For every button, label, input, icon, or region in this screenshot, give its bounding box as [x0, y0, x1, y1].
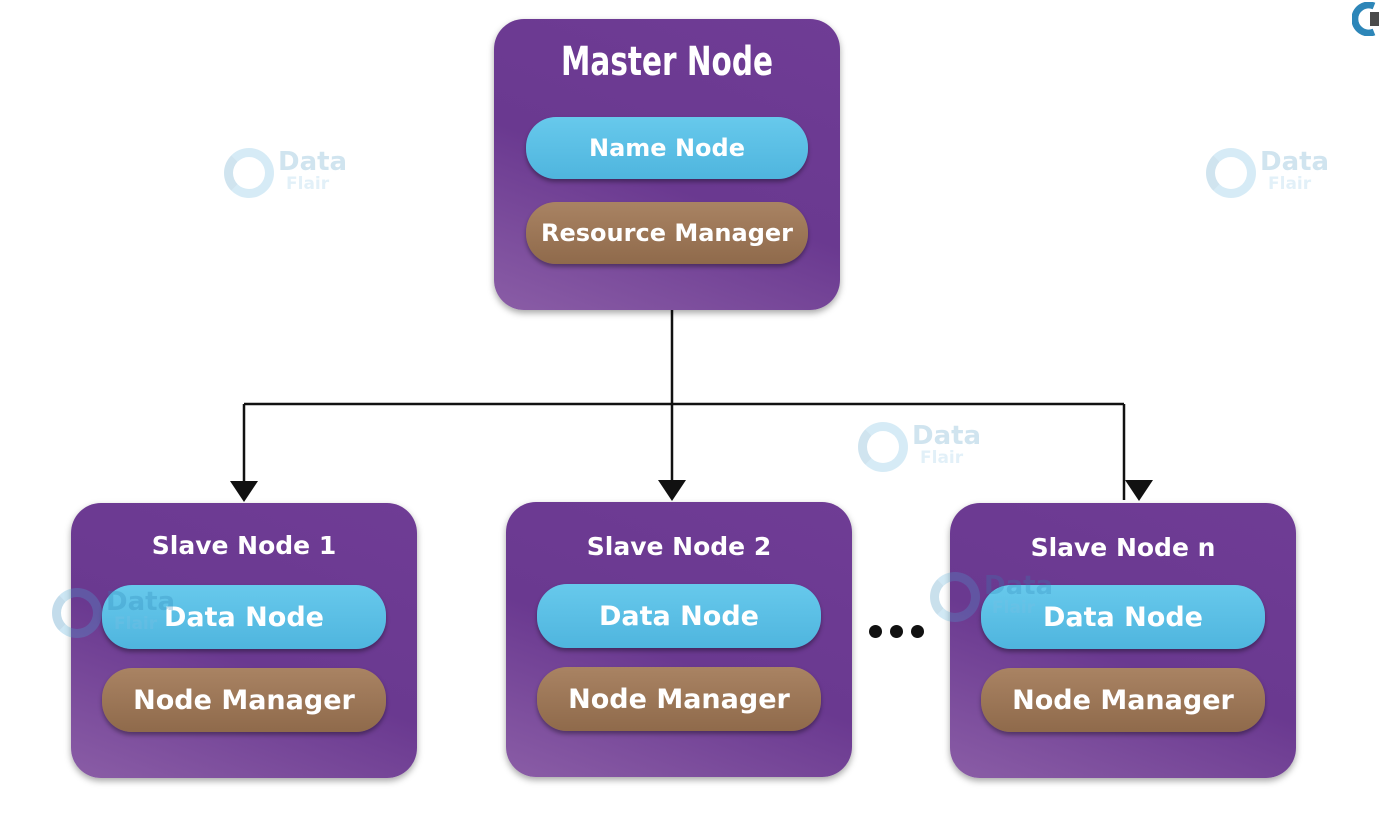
watermark-sub: Flair: [920, 448, 964, 468]
master-node-title: Master Node: [561, 39, 773, 85]
data-node-pill: Data Node: [537, 584, 821, 648]
node-manager-pill: Node Manager: [537, 667, 821, 731]
watermark-sub: Flair: [992, 598, 1036, 618]
slave-node-box: Slave Node 1 Data Node Node Manager: [71, 503, 417, 778]
arrowhead-slave2: [658, 480, 686, 501]
watermark-circle-icon: [52, 588, 102, 638]
brand-logo-icon: [1352, 2, 1379, 36]
watermark-brand: Data: [1260, 147, 1330, 177]
watermark-circle-icon: [930, 572, 980, 622]
arrowhead-slave1: [230, 481, 258, 502]
resource-manager-pill: Resource Manager: [526, 202, 808, 264]
watermark-sub: Flair: [286, 174, 330, 194]
slave-node-title: Slave Node n: [1030, 533, 1216, 562]
node-manager-pill: Node Manager: [102, 668, 386, 732]
watermark-brand: Data: [278, 147, 348, 177]
watermark-circle-icon: [1206, 148, 1256, 198]
arrowhead-slaven: [1125, 480, 1153, 501]
watermark-circle-icon: [224, 148, 274, 198]
watermark-brand: Data: [912, 421, 982, 451]
watermark-brand: Data: [984, 571, 1054, 601]
name-node-pill: Name Node: [526, 117, 808, 179]
slave-node-box: Slave Node 2 Data Node Node Manager: [506, 502, 852, 777]
slave-node-box: Slave Node n Data Node Node Manager: [950, 503, 1296, 778]
node-manager-pill: Node Manager: [981, 668, 1265, 732]
slave-node-title: Slave Node 1: [151, 531, 337, 560]
master-node-box: Master Node Name Node Resource Manager: [494, 19, 840, 310]
ellipsis-dot: [911, 625, 924, 638]
data-node-pill: Data Node: [981, 585, 1265, 649]
watermark-circle-icon: [858, 422, 908, 472]
watermark-brand: Data: [106, 587, 176, 617]
ellipsis-dot: [890, 625, 903, 638]
data-node-pill: Data Node: [102, 585, 386, 649]
watermark-sub: Flair: [1268, 174, 1312, 194]
more-nodes-ellipsis: [869, 625, 924, 638]
ellipsis-dot: [869, 625, 882, 638]
watermark-sub: Flair: [114, 614, 158, 634]
slave-node-title: Slave Node 2: [586, 532, 772, 561]
